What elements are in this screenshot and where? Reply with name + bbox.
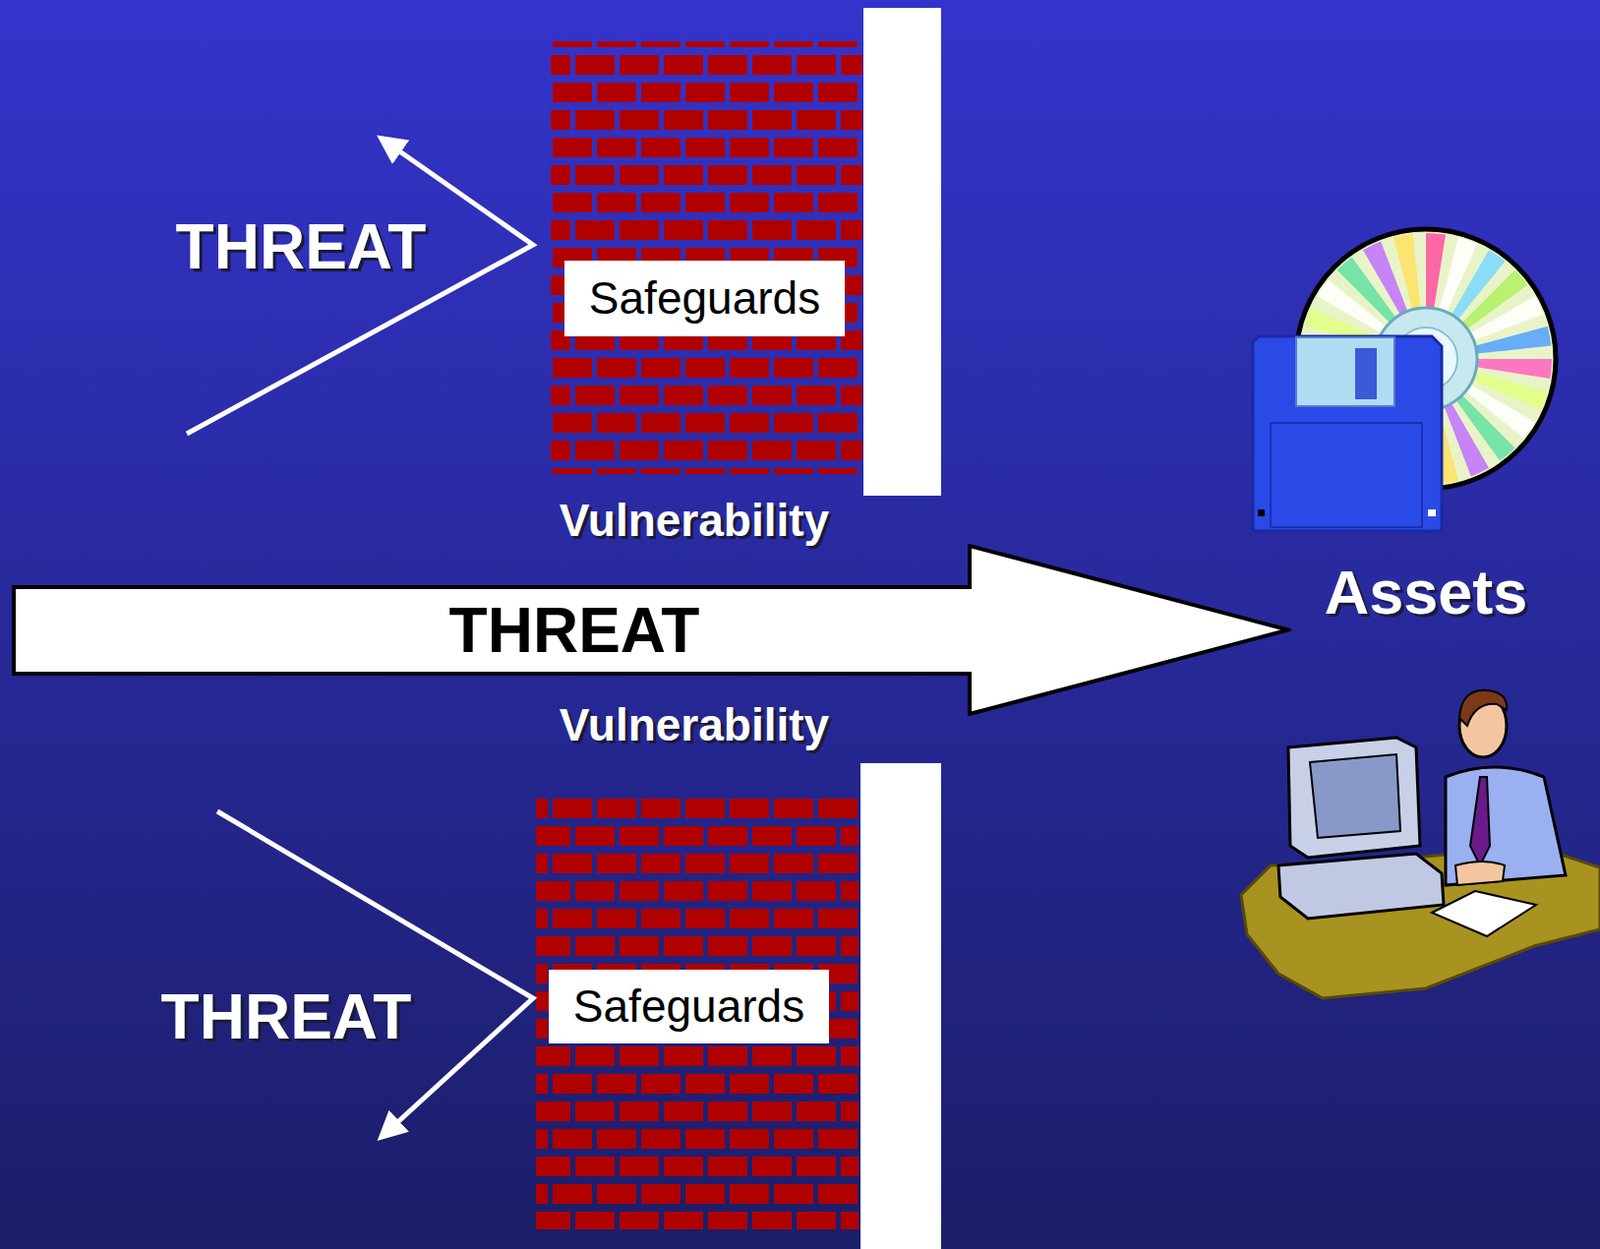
cd-rainbow-wedge [1393,234,1422,310]
arrow-shape [13,545,1289,714]
threat-label: THREAT [449,594,701,664]
person-tie [1470,776,1490,866]
computer-base [1278,853,1444,919]
floppy-slot [1355,348,1377,400]
monitor-screen [1309,754,1401,838]
caption-label: THREAT [176,212,427,282]
person-hand [1455,861,1505,886]
wall-edge [863,7,942,496]
paper [1431,890,1537,937]
caption-label: THREAT [161,982,413,1052]
brick-wall [550,41,863,475]
person-shirt [1445,767,1566,886]
caption-label: Vulnerability [559,700,830,751]
monitor [1288,737,1421,858]
cd-rainbow-wedge [1475,326,1551,355]
floppy-hole [1257,509,1265,517]
floppy-icon [1252,336,1442,532]
threat-arrow: THREAT [11,543,1292,716]
safeguard-box: Safeguards [548,969,830,1044]
brick-wall [535,795,859,1230]
caption-label: Assets [1324,558,1529,627]
floppy-body [1252,336,1442,532]
person-hair [1459,690,1507,726]
deflected-threat-line [217,811,534,1137]
safeguard-box: Safeguards [564,260,845,337]
caption-label: Vulnerability [559,495,830,546]
floppy-shutter [1296,337,1395,407]
user-at-computer [1241,690,1600,999]
floppy-label-area [1270,422,1423,528]
deflected-threat-line [186,138,534,434]
floppy-hole [1427,509,1436,517]
wall-edge [860,763,942,1249]
safeguard-label: Safeguards [573,981,805,1032]
safeguard-label: Safeguards [589,273,821,324]
